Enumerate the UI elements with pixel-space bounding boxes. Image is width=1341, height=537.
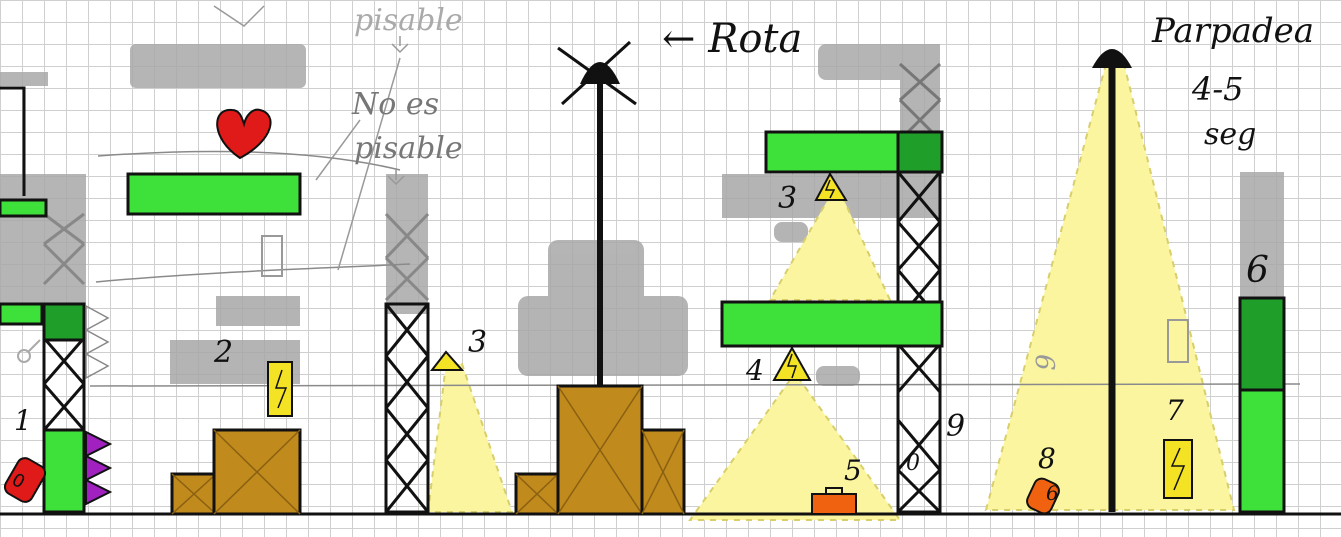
platform-left-green-pillar-top — [42, 302, 86, 342]
annotation-arrows — [315, 36, 409, 271]
light-cone-upper-mid — [768, 195, 892, 301]
parpadea-unit-label: seg — [1204, 117, 1256, 152]
number-label-0: 0 — [906, 451, 920, 476]
light-cone-left — [426, 363, 514, 513]
platform-left-green-pillar — [42, 428, 86, 514]
top-sketch — [213, 5, 265, 27]
pisable-top-label: pisable — [354, 3, 463, 38]
annotation-texts: pisable No es pisable ← Rota Parpadea 4-… — [351, 3, 1314, 166]
gray-block-top-left-bar — [0, 72, 48, 86]
key-outline-icon — [17, 339, 41, 363]
green-platforms — [0, 130, 1286, 514]
hanging-post — [0, 86, 26, 196]
heart-icon — [216, 108, 272, 160]
spike-icon — [85, 430, 113, 506]
battery-icon-right — [1163, 439, 1193, 499]
gray-block-small-lamp-base — [774, 222, 808, 242]
parpadea-label: Parpadea — [1151, 11, 1314, 51]
lamp-post-right — [1092, 49, 1132, 512]
platform-heart — [126, 172, 302, 216]
gray-block-top-center — [130, 44, 306, 88]
number-labels: 1 2 3 3 4 5 6 7 8 9 0 6 6 — [14, 181, 1269, 505]
lamp-icon — [429, 350, 465, 371]
platform-far-right-bottom — [1238, 388, 1286, 514]
number-label-3-mid: 3 — [778, 181, 797, 216]
number-label-6-rotated: 6 — [1029, 354, 1059, 371]
number-label-5: 5 — [844, 454, 862, 487]
light-cone-lower-mid — [688, 379, 902, 521]
number-label-6: 6 — [1246, 250, 1269, 291]
gray-block-left-pillar — [386, 174, 428, 314]
arrow-no-es-down — [315, 119, 361, 181]
gray-block-center-cluster-a — [548, 240, 644, 310]
arrow-pisable-top — [391, 36, 409, 54]
arrow-no-es-pisable — [387, 168, 405, 186]
gray-block-right-lower — [816, 366, 860, 386]
platform-far-right-top — [1238, 296, 1286, 392]
arrow-pisable-down — [337, 57, 401, 271]
number-label-4: 4 — [745, 354, 764, 387]
crates — [170, 384, 686, 516]
orange-box-icon — [811, 487, 857, 515]
number-label-1: 1 — [14, 404, 32, 437]
number-label-9: 9 — [946, 409, 965, 444]
number-label-6-small: 6 — [1046, 481, 1059, 505]
orange-key-icon — [1026, 477, 1060, 515]
number-label-2: 2 — [213, 335, 233, 370]
scaffold-tower-center-left — [384, 212, 430, 514]
number-label-8: 8 — [1038, 442, 1056, 475]
guide-line-mid — [95, 263, 411, 283]
platform-left-mid — [0, 302, 44, 326]
gray-block-mid-top — [216, 296, 300, 326]
no-es-line1-label: No es — [351, 87, 439, 122]
lamp-post-center — [557, 40, 637, 386]
battery-outline-icon — [261, 235, 1189, 363]
lamp-head-right — [1092, 49, 1132, 68]
hazard-icon — [814, 171, 848, 201]
platform-upper-right-dark — [896, 130, 944, 174]
crate-center-tall — [556, 384, 644, 516]
number-label-3-left: 3 — [468, 325, 487, 360]
crate-center-low — [514, 472, 560, 516]
no-es-line2-label: pisable — [354, 131, 463, 166]
spike-outline-icon — [85, 304, 110, 380]
key-icon: 0 — [3, 457, 47, 503]
platform-top-left — [0, 198, 48, 218]
number-label-7: 7 — [1166, 394, 1184, 427]
battery-icon — [267, 361, 293, 417]
crate-center-right — [640, 428, 686, 516]
broken-lamp-cross-icon — [557, 40, 637, 106]
hazard-icon-lower — [772, 345, 812, 381]
parpadea-time-label: 4-5 — [1191, 70, 1244, 108]
crate-small-left — [170, 472, 218, 516]
gray-block-left-col — [0, 174, 86, 314]
gray-block-far-right — [1240, 172, 1284, 312]
platform-mid-right — [720, 300, 944, 348]
rota-label: ← Rota — [662, 16, 802, 62]
crate-large-left — [212, 428, 302, 516]
